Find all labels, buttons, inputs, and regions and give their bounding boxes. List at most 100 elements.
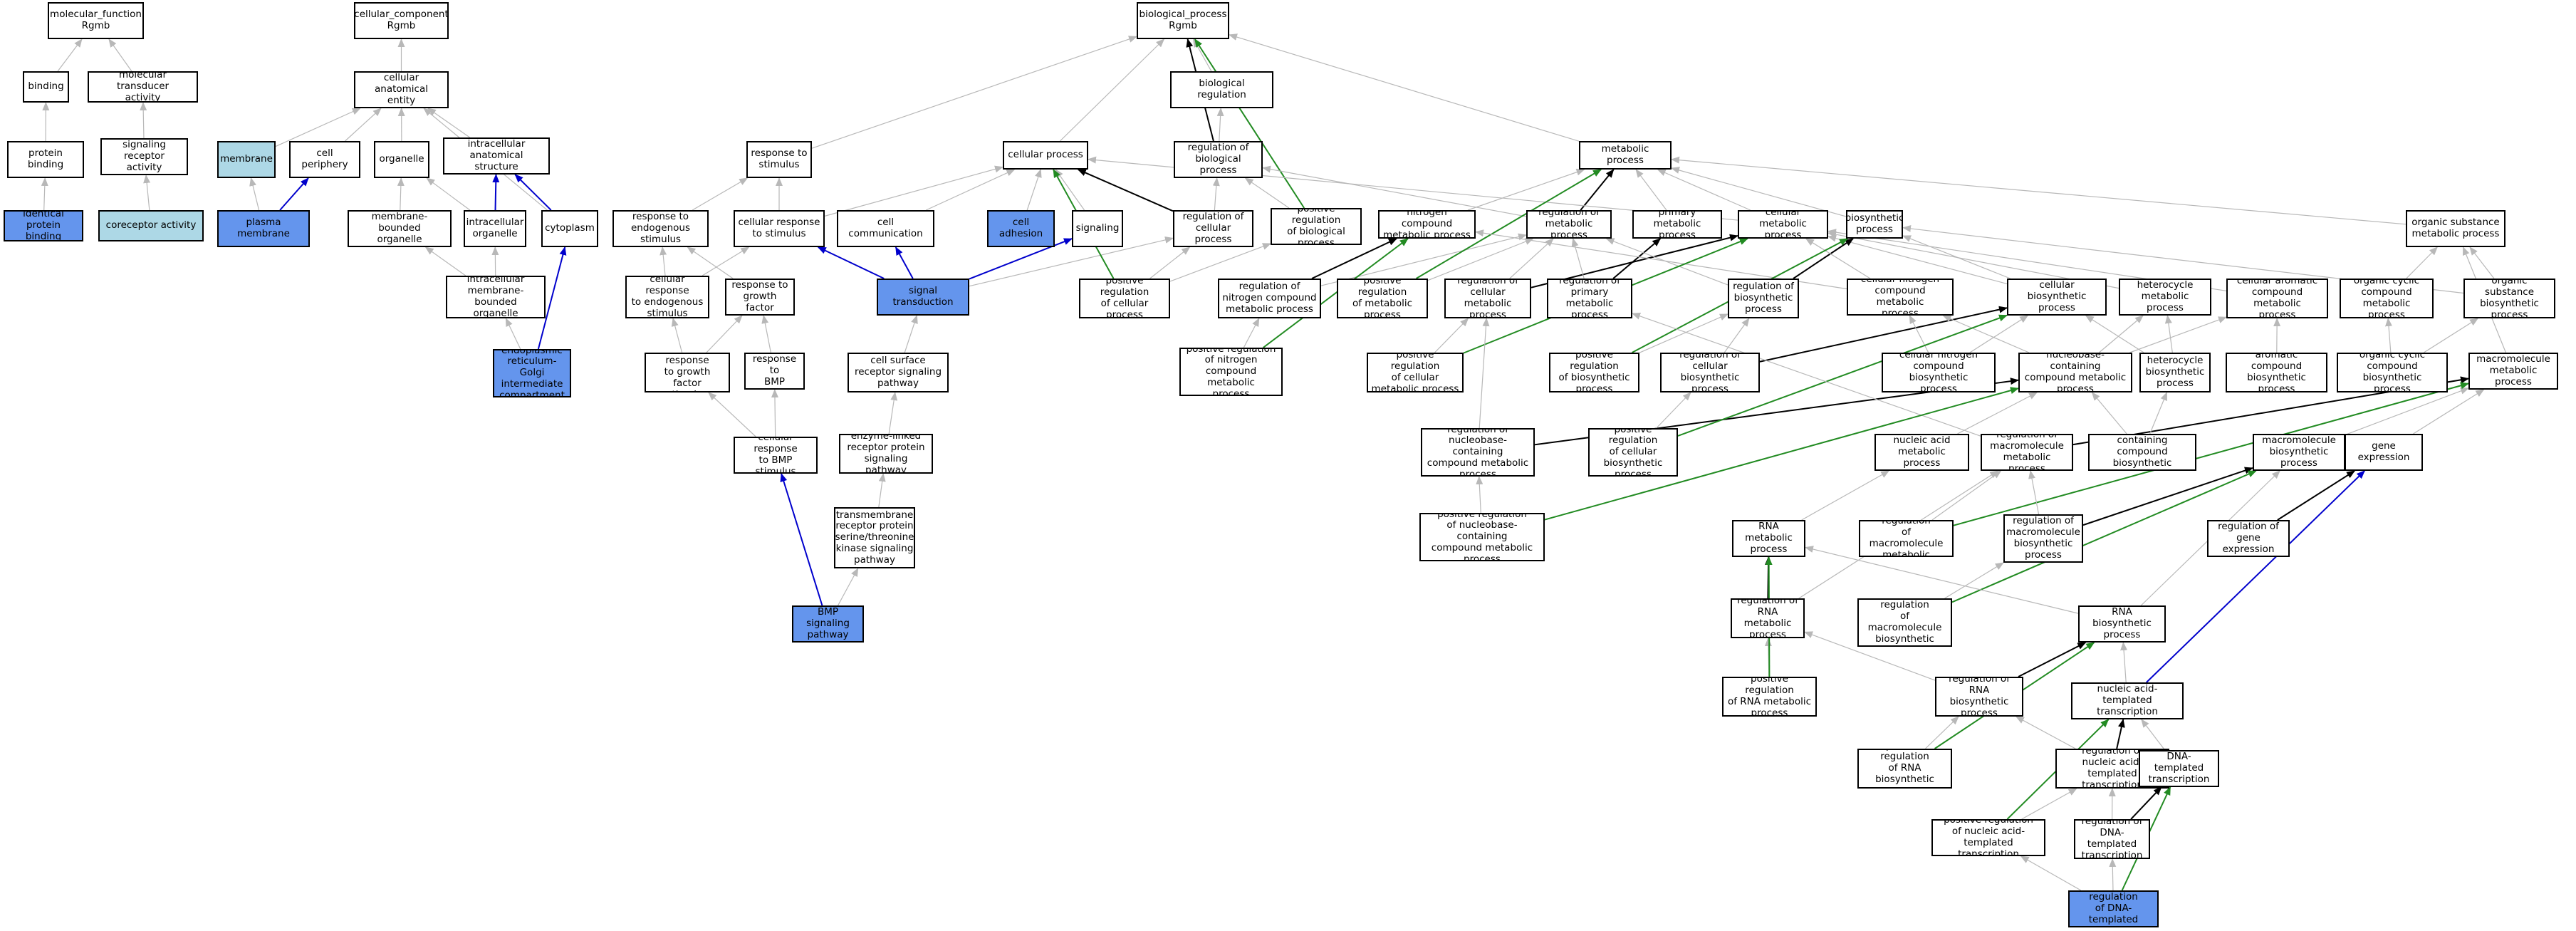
- edge-organic-subst-biosynth-to-organic-subst-metab: [2469, 246, 2495, 279]
- edge-biosynthetic-process-to-metabolic-process: [1671, 167, 1847, 217]
- node-heterocycle-metab: heterocycle metabolic process: [2119, 279, 2211, 316]
- edge-nucleobase-biosynth-to-nucleobase-metab: [2091, 392, 2127, 435]
- edge-cell-resp-bmp-to-response-bmp: [771, 389, 778, 437]
- edge-pos-reg-nitrogen-metab-to-reg-nitrogen-cmp-metab: [1243, 318, 1260, 348]
- edge-cell-periphery-to-cell-anat-entity: [345, 108, 382, 142]
- edge-membrane-bounded-to-organelle: [397, 177, 405, 211]
- edge-intracell-anat-to-cell-anat-entity: [427, 108, 471, 138]
- node-pos-reg-macromolecule-biosynth: positive regulation of macromolecule bio…: [1857, 598, 1952, 647]
- edge-pos-reg-cellular-process-to-pos-reg-bio-process: [1169, 243, 1271, 282]
- node-pos-reg-cell-biosynth: positive regulation of cellular biosynth…: [1588, 428, 1678, 477]
- node-pos-reg-cell-metabolic: positive regulation of cellular metaboli…: [1367, 353, 1464, 392]
- edge-nucleobase-metab-to-cell-aromatic-metab: [2129, 316, 2227, 353]
- edge-signaling-receptor-act-to-mol-transducer: [140, 102, 147, 139]
- edge-organic-cyclic-biosynth-to-organic-subst-biosynth: [2423, 318, 2479, 353]
- node-cellular-metabolic: cellular metabolic process: [1738, 210, 1828, 239]
- node-response-stimulus: response to stimulus: [746, 141, 812, 178]
- edge-nucleic-templated-transcription-to-rna-biosynthetic: [2120, 642, 2128, 683]
- node-cell-periphery: cell periphery: [289, 141, 360, 178]
- edge-reg-cell-biosynthetic-to-cellular-biosynthetic: [1759, 306, 2008, 363]
- node-signaling: signaling: [1072, 210, 1123, 247]
- edge-organic-subst-metab-to-metabolic-process: [1671, 156, 2406, 225]
- edge-heterocycle-biosynth-to-cellular-biosynthetic: [2085, 315, 2144, 353]
- node-protein-binding: protein binding: [7, 141, 84, 178]
- edge-cellular-metabolic-to-metabolic-process: [1657, 169, 1751, 211]
- node-cell-resp-growth-factor: cellular response to growth factor stimu…: [645, 353, 730, 392]
- edge-resp-growth-factor-to-resp-endogenous: [687, 246, 734, 279]
- node-macromolecule-metab: macromolecule metabolic process: [2468, 353, 2558, 390]
- edge-er-golgi-to-intracell-mb-organelle: [505, 318, 521, 350]
- edge-cell-resp-endogenous-to-resp-endogenous: [659, 246, 667, 276]
- node-membrane: membrane: [217, 141, 276, 178]
- node-er-golgi: endoplasmic reticulum-Golgi intermediate…: [493, 349, 571, 397]
- node-cell-resp-stimulus: cellular response to stimulus: [734, 210, 825, 247]
- edge-pos-reg-nucleic-templated-to-reg-nucleic-templated: [2021, 788, 2077, 820]
- edge-cell-adhesion-to-cellular-process: [1026, 169, 1042, 211]
- node-reg-cellular-process: regulation of cellular process: [1173, 210, 1253, 247]
- edge-pos-reg-macromolecule-biosynth-to-reg-macromolecule-biosynth: [1944, 562, 2004, 599]
- edge-pos-reg-macromolecule-metab-to-reg-macromolecule-metab: [1931, 470, 2002, 521]
- node-cell-resp-endogenous: cellular response to endogenous stimulus: [625, 276, 709, 318]
- node-organelle: organelle: [374, 141, 429, 178]
- edge-pos-reg-rna-biosynthetic-to-reg-rna-biosynthetic: [1925, 716, 1959, 749]
- edge-nucleobase-metab-to-heterocycle-metab: [2098, 315, 2144, 353]
- edge-pos-reg-cell-biosynth-to-cellular-biosynthetic: [1677, 314, 2008, 437]
- edge-coreceptor-activity-to-signaling-receptor-act: [143, 175, 151, 211]
- edge-reg-biosynthetic-to-biosynthetic-process: [1793, 238, 1854, 279]
- node-response-bmp: response to BMP: [744, 353, 805, 390]
- edge-signal-transduction-to-reg-cellular-process: [969, 236, 1174, 287]
- node-bio-regulation: biological regulation: [1170, 71, 1273, 108]
- node-pos-reg-cellular-process: positive regulation of cellular process: [1079, 279, 1170, 318]
- edge-intracell-mb-organelle-to-membrane-bounded: [424, 246, 466, 276]
- edge-bio-regulation-to-bp: [1193, 38, 1212, 72]
- node-coreceptor-activity: coreceptor activity: [98, 210, 204, 241]
- edge-reg-macromolecule-biosynth-to-reg-macromolecule-metab: [2028, 470, 2040, 515]
- node-resp-endogenous: response to endogenous stimulus: [612, 210, 709, 247]
- edge-reg-cell-metabolic-to-reg-metabolic-process: [1509, 238, 1554, 279]
- edge-organic-cyclic-metab-to-organic-subst-metab: [2406, 246, 2438, 279]
- edge-response-stimulus-to-bp: [811, 36, 1137, 149]
- edge-er-golgi-to-cytoplasm: [537, 246, 567, 350]
- edge-pos-reg-nucleobase-metab-to-reg-nucleobase-metab: [1476, 476, 1483, 514]
- edge-reg-dna-templated-to-dna-templated-transcription: [2130, 786, 2162, 820]
- edge-reg-primary-metabolic-to-reg-metabolic-process: [1571, 238, 1585, 279]
- edge-metabolic-process-to-bp: [1229, 33, 1580, 142]
- node-reg-nitrogen-cmp-metab: regulation of nitrogen compound metaboli…: [1218, 279, 1321, 318]
- node-cytoplasm: cytoplasm: [541, 210, 598, 247]
- edge-reg-nucleobase-metab-to-reg-cell-metabolic: [1479, 318, 1490, 429]
- edge-pos-reg-dna-templated-to-reg-dna-templated: [2109, 858, 2117, 891]
- node-dna-templated-transcription: DNA-templated transcription: [2139, 750, 2219, 787]
- node-pos-reg-nitrogen-metab: positive regulation of nitrogen compound…: [1179, 348, 1283, 396]
- node-cell-adhesion: cell adhesion: [987, 210, 1055, 247]
- edge-response-bmp-to-resp-growth-factor: [761, 315, 771, 353]
- node-reg-metabolic-process: regulation of metabolic process: [1526, 210, 1612, 239]
- edge-reg-macromolecule-biosynth-to-macromolecule-biosynth: [2082, 467, 2253, 526]
- edge-rna-biosynthetic-to-rna-metabolic: [1805, 546, 2079, 614]
- edge-cell-nitrogen-metab-to-cellular-metabolic: [1805, 238, 1871, 279]
- edge-mol-transducer-to-mf: [108, 38, 132, 72]
- node-bmp-signaling: BMP signaling pathway: [792, 605, 864, 643]
- node-rna-biosynthetic: RNA biosynthetic process: [2078, 605, 2166, 643]
- node-reg-rna-biosynthetic: regulation of RNA biosynthetic process: [1935, 677, 2023, 717]
- node-macromolecule-biosynth: macromolecule biosynthetic process: [2253, 434, 2345, 471]
- edge-pos-reg-metabolic-to-metabolic-process: [1415, 169, 1602, 279]
- edge-plasma-membrane-to-cell-periphery: [279, 177, 309, 211]
- edge-membrane-to-cell-anat-entity: [275, 108, 361, 147]
- node-cell-resp-bmp: cellular response to BMP stimulus: [734, 437, 818, 474]
- edge-cellular-biosynthetic-to-cellular-metabolic: [1827, 234, 2008, 285]
- edge-transmembrane-kinase-to-enzyme-linked: [878, 473, 886, 508]
- node-intracell-mb-organelle: intracellular membrane-bounded organelle: [446, 276, 546, 318]
- edge-reg-biosynthetic-to-reg-metabolic-process: [1605, 238, 1728, 286]
- node-pos-reg-macromolecule-metab: positive regulation of macromolecule met…: [1859, 520, 1954, 557]
- node-identical-protein-binding: identical protein binding: [4, 210, 83, 241]
- edge-nitrogen-cmp-metab-to-metabolic-process: [1467, 168, 1585, 211]
- edge-bmp-signaling-to-cell-resp-bmp: [780, 473, 823, 606]
- edge-reg-rna-biosynthetic-to-reg-rna-metabolic: [1804, 631, 1936, 681]
- edge-macromolecule-biosynth-to-macromolecule-metab: [2345, 388, 2469, 435]
- node-reg-biosynthetic: regulation of biosynthetic process: [1728, 279, 1799, 318]
- edge-pos-reg-bio-process-to-reg-bio-process: [1244, 177, 1290, 209]
- node-nucleic-acid-metab: nucleic acid metabolic process: [1874, 434, 1969, 471]
- node-organic-subst-biosynth: organic substance biosynthetic process: [2463, 279, 2555, 318]
- node-cell-aromatic-metab: cellular aromatic compound metabolic pro…: [2226, 279, 2328, 318]
